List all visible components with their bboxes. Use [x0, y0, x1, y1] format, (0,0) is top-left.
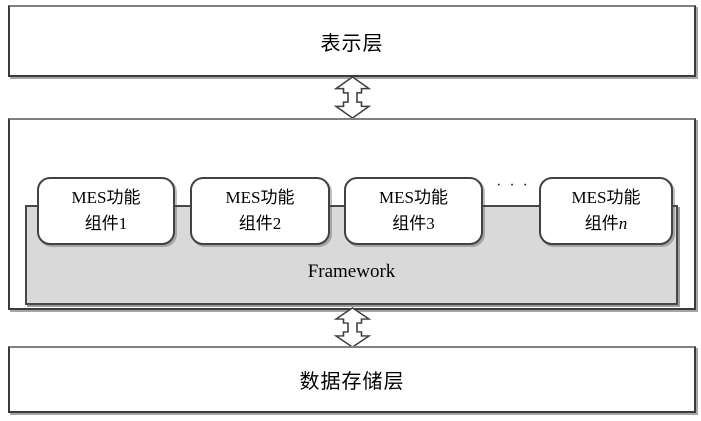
- mes-component-3-line1: MES功能: [379, 188, 448, 207]
- mes-component-n-line1: MES功能: [571, 188, 641, 207]
- updown-arrow-icon: [330, 307, 375, 348]
- updown-arrow-icon: [330, 76, 375, 119]
- data-storage-layer-label: 数据存储层: [299, 371, 405, 393]
- mes-component-1-box: MES功能 组件1: [37, 177, 175, 245]
- mes-component-2-box: MES功能 组件2: [190, 177, 330, 245]
- mes-component-2-line1: MES功能: [225, 188, 295, 207]
- presentation-layer-box: 表示层: [8, 5, 696, 77]
- framework-label: Framework: [307, 261, 396, 282]
- mes-component-1-line1: MES功能: [71, 188, 141, 207]
- components-ellipsis: · · ·: [496, 177, 530, 194]
- mes-component-1-line2: 组件1: [84, 214, 128, 233]
- data-storage-layer-box: 数据存储层: [8, 346, 696, 413]
- mes-component-3-line2: 组件3: [392, 214, 435, 233]
- mes-component-n-box: MES功能 组件n: [539, 177, 673, 245]
- mes-component-n-line2: 组件n: [584, 214, 628, 233]
- presentation-layer-label: 表示层: [320, 32, 384, 55]
- mes-component-3-box: MES功能 组件3: [344, 177, 483, 245]
- mes-component-2-line2: 组件2: [238, 214, 282, 233]
